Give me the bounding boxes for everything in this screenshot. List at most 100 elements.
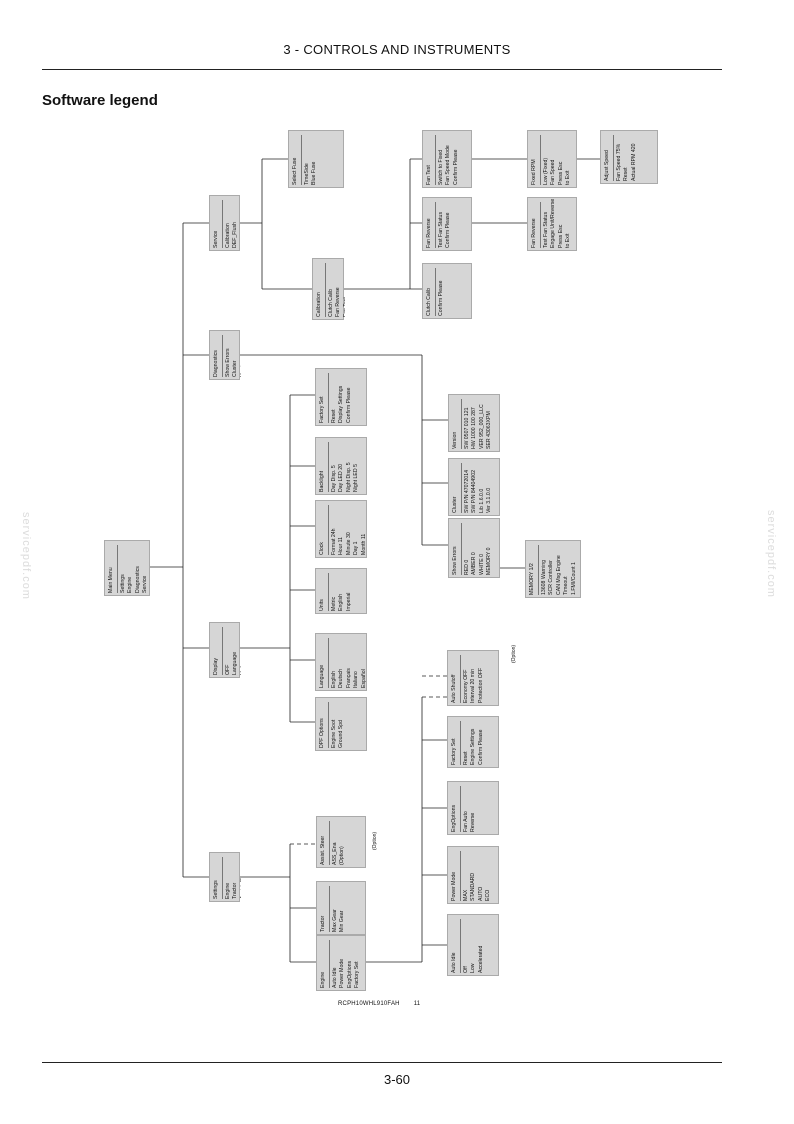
screen-line: Reset — [330, 409, 337, 423]
screen-line: 13608 Warning — [540, 560, 547, 595]
screen-title: DPF Options — [319, 702, 329, 748]
screen-line: ASS_Ena — [331, 842, 338, 866]
screen-line: Ground Spd — [338, 720, 344, 748]
screen-title: Show Errors — [452, 523, 462, 575]
screen-title: MEMORY 1/2 — [529, 545, 539, 595]
screen-line: Imperial — [345, 592, 352, 611]
screen-line: MEMORY 0 — [486, 547, 492, 575]
screen-panel: SettingsEngineTractorAssist. Steer — [209, 852, 242, 902]
screen-line: Protection OFF — [477, 667, 484, 703]
screen-line: Clutch Calib — [327, 289, 334, 317]
screen-line: OFF — [224, 664, 231, 675]
watermark-right: servicepdf.com — [765, 510, 777, 598]
screen-line: SW P/N 84404902 — [471, 470, 477, 513]
screen-line: to Exit — [565, 170, 571, 185]
screen-line: Interval 20 min — [470, 668, 476, 703]
screen-title: Diagnostics — [213, 335, 223, 377]
screen-line: Confirm Please — [437, 280, 444, 316]
screen-title: EngOptions — [451, 786, 461, 832]
screen-line: Confirm Please — [445, 212, 451, 248]
screen-line: English — [338, 593, 344, 611]
screen-line: Month 11 — [360, 533, 367, 555]
screen-line: HW 1000 100 287 — [471, 407, 477, 449]
chapter-header: 3 - CONTROLS AND INSTRUMENTS — [283, 42, 511, 57]
screen-line: MAX — [462, 889, 469, 901]
screen-line: SER 43063XPM — [486, 411, 492, 449]
footer-rule — [42, 1062, 722, 1063]
screen-title: Cluster — [452, 463, 462, 513]
screen-line: Night Disp. 5 — [345, 462, 352, 492]
section-title: Software legend — [42, 92, 158, 109]
screen-line: Confirm Please — [452, 149, 459, 185]
screen-line: Français — [345, 668, 352, 688]
screen-title: Fixed RPM — [531, 135, 541, 185]
screen-title: Calibration — [316, 263, 326, 317]
screen-line: Max Gear — [331, 909, 338, 932]
screen-title: Clutch Calib — [426, 268, 436, 316]
screen-line: Day 1 — [353, 541, 359, 555]
screen-line: Display Settings — [338, 385, 344, 423]
option-label-1: (Option) — [511, 644, 517, 663]
screen-line: Ver 3.1.0.0 — [486, 487, 492, 513]
screen-line: Reset — [623, 167, 629, 181]
header-rule — [42, 69, 722, 70]
screen-line: Fan Speed 75% — [615, 143, 622, 181]
screen-line: AMBER 0 — [471, 552, 477, 575]
screen-line: to Exit — [565, 233, 571, 248]
page-number: 3-60 — [383, 1072, 411, 1087]
screen-line: Hour 11 — [338, 536, 344, 555]
screen-line: Minute 30 — [345, 532, 352, 555]
screen-line: RED 0 — [463, 559, 470, 575]
screen-title: Assist. Steer — [320, 821, 330, 865]
screen-line: Economy OFF — [462, 669, 469, 703]
screen-line: Version — [240, 335, 242, 377]
screen-line: Press Esc — [557, 224, 564, 248]
screen-title: Units — [319, 573, 329, 611]
screen-line: Fan Reverse — [335, 287, 341, 317]
screen-line: Fan Speed Mode — [445, 145, 451, 185]
screen-line: Blue Fuse — [311, 161, 317, 185]
figure-number: 11 — [413, 1001, 421, 1007]
screen-line: EngOptions — [346, 960, 353, 988]
screen-line: Show Errors — [224, 348, 231, 377]
screen-title: Auto Shutoff — [451, 655, 461, 703]
screen-line: Assist. Steer — [240, 857, 242, 899]
screen-line: Confirm Please — [477, 729, 484, 765]
screen-title: Fan Test — [426, 135, 436, 185]
screen-line: Fan Test — [342, 297, 346, 317]
screen-line: Engine Settings — [470, 728, 476, 765]
screen-title: Auto Idle — [451, 919, 461, 973]
screen-title: Adjust Speed — [604, 135, 614, 181]
screen-line: Actual RPM 420 — [630, 143, 637, 181]
screen-line: SW 0507 010 121 — [463, 407, 470, 449]
screen-line: Engine Soot — [330, 719, 337, 748]
screen-line: Settings — [119, 574, 126, 593]
screen-line: Format 24h — [330, 528, 337, 555]
screen-line: Service — [142, 575, 148, 593]
screen-line: Switch to Fixed — [437, 149, 444, 185]
screen-line: Metric — [330, 596, 337, 611]
screen-line: Factory Set — [354, 961, 360, 988]
screen-line: Engine — [224, 882, 231, 899]
screen-line: CAN Msg Engine — [555, 555, 562, 595]
screen-line: Units — [240, 627, 242, 675]
screen-title: Engine — [320, 940, 330, 988]
screen-line: Day LED 20 — [338, 464, 344, 492]
screen-title: Backlight — [319, 442, 329, 492]
